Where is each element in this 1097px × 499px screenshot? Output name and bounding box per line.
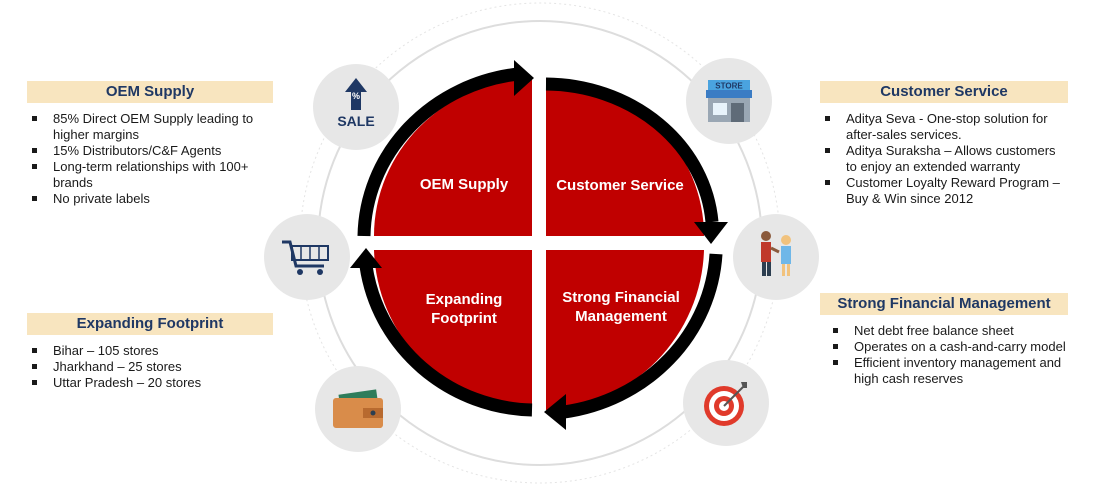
arrowhead-top xyxy=(514,60,534,96)
panel-title-expanding-footprint: Expanding Footprint xyxy=(27,313,273,335)
store-icon: STORE xyxy=(686,58,772,144)
quadrant-oem-supply xyxy=(373,78,532,236)
quadrant-expanding-footprint xyxy=(374,250,532,410)
list-item: 85% Direct OEM Supply leading to higher … xyxy=(27,111,273,143)
handshake-people-icon xyxy=(733,214,819,300)
arrow-bottom-left xyxy=(359,265,533,417)
list-item: Operates on a cash-and-carry model xyxy=(828,339,1068,355)
panel-expanding-footprint: Expanding Footprint Bihar – 105 stores J… xyxy=(27,313,273,391)
strong-financial-list: Net debt free balance sheet Operates on … xyxy=(820,323,1068,387)
wallet-icon xyxy=(315,366,401,452)
arrow-top-right xyxy=(545,77,719,223)
sale-label: SALE xyxy=(337,113,374,129)
quadrant-customer-service xyxy=(546,78,705,236)
expanding-footprint-list: Bihar – 105 stores Jharkhand – 25 stores… xyxy=(27,343,273,391)
list-item: Uttar Pradesh – 20 stores xyxy=(27,375,273,391)
list-item: Jharkhand – 25 stores xyxy=(27,359,273,375)
panel-oem-supply: OEM Supply 85% Direct OEM Supply leading… xyxy=(27,81,273,207)
list-item: Bihar – 105 stores xyxy=(27,343,273,359)
quadrant-label-expanding-footprint: Expanding Footprint xyxy=(425,291,503,327)
list-item: No private labels xyxy=(27,191,273,207)
quadrant-strong-financial xyxy=(546,250,704,410)
arrow-top-left xyxy=(357,67,519,237)
list-item: Net debt free balance sheet xyxy=(828,323,1068,339)
svg-text:%: % xyxy=(352,91,360,101)
quadrant-label-strong-financial: Strong Financial Management xyxy=(562,289,680,325)
quadrant-label-customer-service: Customer Service xyxy=(556,177,684,194)
list-item: Customer Loyalty Reward Program – Buy & … xyxy=(820,175,1068,207)
arrow-bottom-right xyxy=(563,253,723,419)
panel-title-customer-service: Customer Service xyxy=(820,81,1068,103)
shopping-cart-icon xyxy=(264,214,350,300)
sale-tag-icon: % SALE xyxy=(313,64,399,150)
store-label: STORE xyxy=(715,82,743,91)
list-item: Efficient inventory management and high … xyxy=(828,355,1068,387)
list-item: Long-term relationships with 100+ brands xyxy=(27,159,273,191)
list-item: Aditya Suraksha – Allows customers to en… xyxy=(820,143,1068,175)
list-item: Aditya Seva - One-stop solution for afte… xyxy=(820,111,1068,143)
arrowhead-left xyxy=(350,248,382,268)
customer-service-list: Aditya Seva - One-stop solution for afte… xyxy=(820,111,1068,207)
oem-supply-list: 85% Direct OEM Supply leading to higher … xyxy=(27,111,273,207)
target-icon xyxy=(683,360,769,446)
panel-title-oem-supply: OEM Supply xyxy=(27,81,273,103)
arrowhead-bottom xyxy=(544,394,566,430)
arrowhead-right xyxy=(694,222,728,244)
quadrant-label-oem-supply: OEM Supply xyxy=(419,176,509,193)
panel-customer-service: Customer Service Aditya Seva - One-stop … xyxy=(820,81,1068,207)
panel-strong-financial: Strong Financial Management Net debt fre… xyxy=(820,293,1068,387)
panel-title-strong-financial: Strong Financial Management xyxy=(820,293,1068,315)
list-item: 15% Distributors/C&F Agents xyxy=(27,143,273,159)
